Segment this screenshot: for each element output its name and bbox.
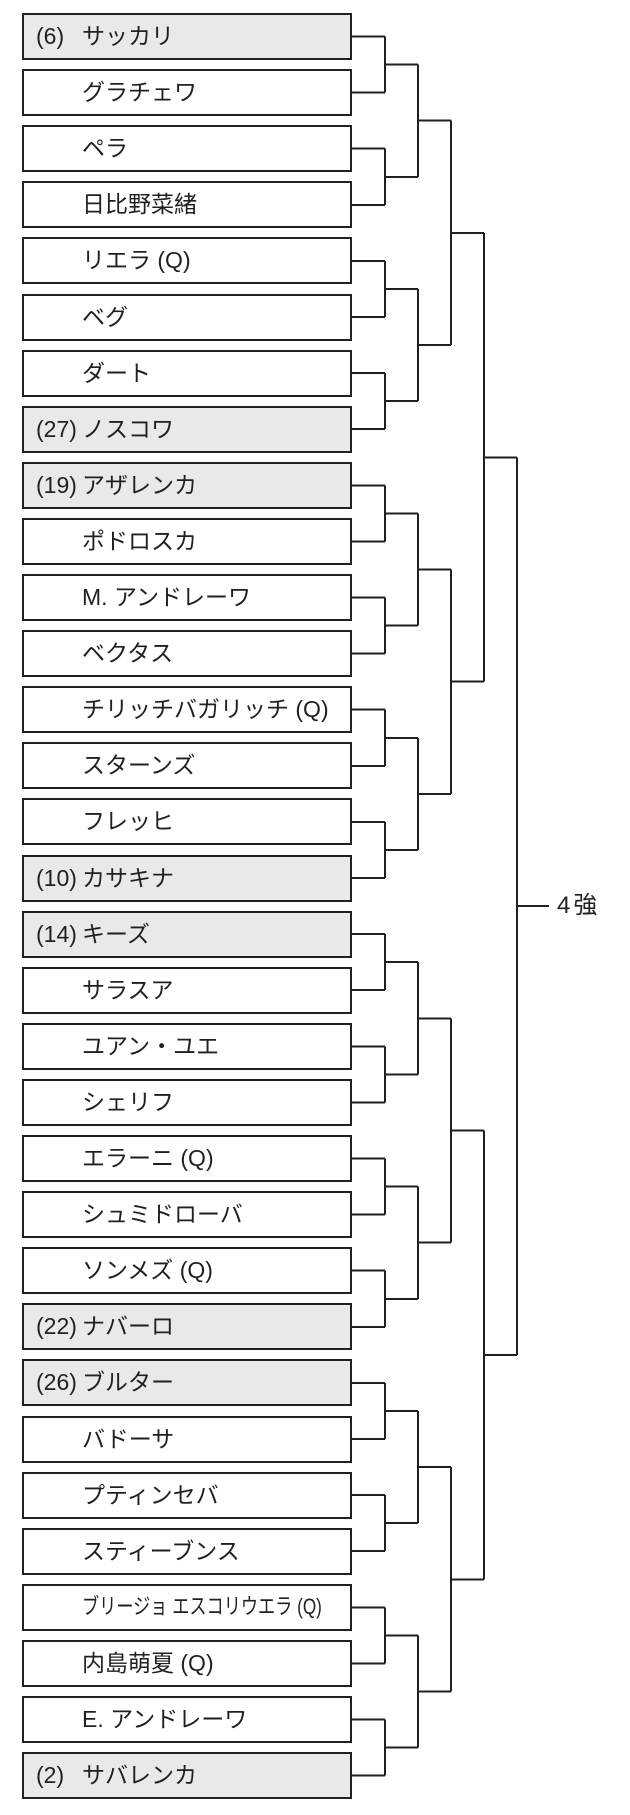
seed-label: (26): [36, 1369, 77, 1396]
player-name: ユアン・ユエ: [82, 1032, 220, 1059]
player-box-31: E. アンドレーワ: [22, 1696, 352, 1743]
player-name: ベクタス: [82, 640, 174, 667]
player-name: スターンズ: [82, 752, 196, 779]
seed-label: (19): [36, 471, 77, 498]
player-box-13: チリッチバガリッチ (Q): [22, 686, 352, 734]
player-box-10: ポドロスカ: [22, 517, 352, 565]
player-name: サッカリ: [82, 23, 174, 49]
player-name: グラチェワ: [82, 79, 197, 106]
player-box-26: バドーサ: [22, 1415, 352, 1463]
player-name: サラスア: [82, 976, 174, 1003]
seed-label: (14): [36, 920, 77, 947]
player-box-5: リエラ (Q): [22, 237, 352, 285]
player-name: ブリージョ エスコリウエラ (Q): [82, 1594, 322, 1620]
seed-label: (2): [36, 1762, 65, 1789]
player-name: エラーニ (Q): [82, 1145, 214, 1171]
player-name: スティーブンス: [82, 1537, 240, 1564]
player-name: シュミドローバ: [82, 1201, 243, 1228]
player-name: リエラ (Q): [82, 247, 191, 274]
player-name: サバレンカ: [82, 1762, 197, 1789]
player-box-11: M. アンドレーワ: [22, 574, 352, 621]
player-box-15: フレッヒ: [22, 798, 352, 846]
player-name: E. アンドレーワ: [82, 1706, 248, 1732]
player-box-2: グラチェワ: [22, 69, 352, 117]
player-name: チリッチバガリッチ (Q): [82, 696, 329, 723]
player-name: 日比野菜緒: [82, 191, 197, 218]
player-name: ペラ: [82, 135, 128, 162]
player-box-23: ソンメズ (Q): [22, 1247, 352, 1295]
player-box-20: シェリフ: [22, 1078, 352, 1126]
player-name: シェリフ: [82, 1088, 174, 1115]
seed-label: (6): [36, 23, 65, 49]
player-box-29: ブリージョ エスコリウエラ (Q): [22, 1583, 352, 1631]
seed-label: (10): [36, 864, 77, 891]
player-box-28: スティーブンス: [22, 1527, 352, 1575]
player-box-9: (19)アザレンカ: [22, 461, 352, 509]
player-name: キーズ: [82, 920, 150, 947]
player-box-12: ベクタス: [22, 630, 352, 678]
final-four-label: 4強: [557, 892, 601, 920]
player-box-16: (10)カサキナ: [22, 854, 352, 902]
player-box-18: サラスア: [22, 966, 352, 1014]
player-box-22: シュミドローバ: [22, 1191, 352, 1239]
player-name: フレッヒ: [82, 808, 174, 835]
player-name: ポドロスカ: [82, 527, 197, 554]
player-box-3: ペラ: [22, 125, 352, 173]
player-box-1: (6) サッカリ: [22, 13, 352, 60]
seed-label: (22): [36, 1313, 77, 1340]
player-name: M. アンドレーワ: [82, 584, 252, 610]
player-box-19: ユアン・ユエ: [22, 1022, 352, 1070]
player-box-25: (26)ブルター: [22, 1359, 352, 1407]
player-name: プティンセバ: [82, 1481, 219, 1508]
player-name: ダート: [82, 359, 151, 386]
player-box-32: (2) サバレンカ: [22, 1752, 352, 1800]
player-box-21: エラーニ (Q): [22, 1135, 352, 1182]
player-name: カサキナ: [82, 864, 174, 891]
player-box-6: ベグ: [22, 293, 352, 341]
player-name: ノスコワ: [82, 415, 174, 442]
player-box-27: プティンセバ: [22, 1471, 352, 1519]
player-name: バドーサ: [82, 1425, 175, 1452]
player-box-4: 日比野菜緒: [22, 181, 352, 229]
player-box-14: スターンズ: [22, 742, 352, 790]
player-name: ベグ: [82, 303, 128, 330]
player-name: アザレンカ: [82, 471, 197, 498]
player-box-8: (27)ノスコワ: [22, 405, 352, 453]
seed-label: (27): [36, 415, 77, 442]
player-box-24: (22)ナバーロ: [22, 1303, 352, 1351]
player-name: ブルター: [82, 1369, 174, 1396]
player-box-30: 内島萌夏 (Q): [22, 1639, 352, 1687]
player-name: ナバーロ: [82, 1313, 174, 1340]
player-name: ソンメズ (Q): [82, 1257, 213, 1284]
player-box-17: (14)キーズ: [22, 910, 352, 958]
player-box-7: ダート: [22, 349, 352, 397]
player-name: 内島萌夏 (Q): [82, 1649, 214, 1676]
